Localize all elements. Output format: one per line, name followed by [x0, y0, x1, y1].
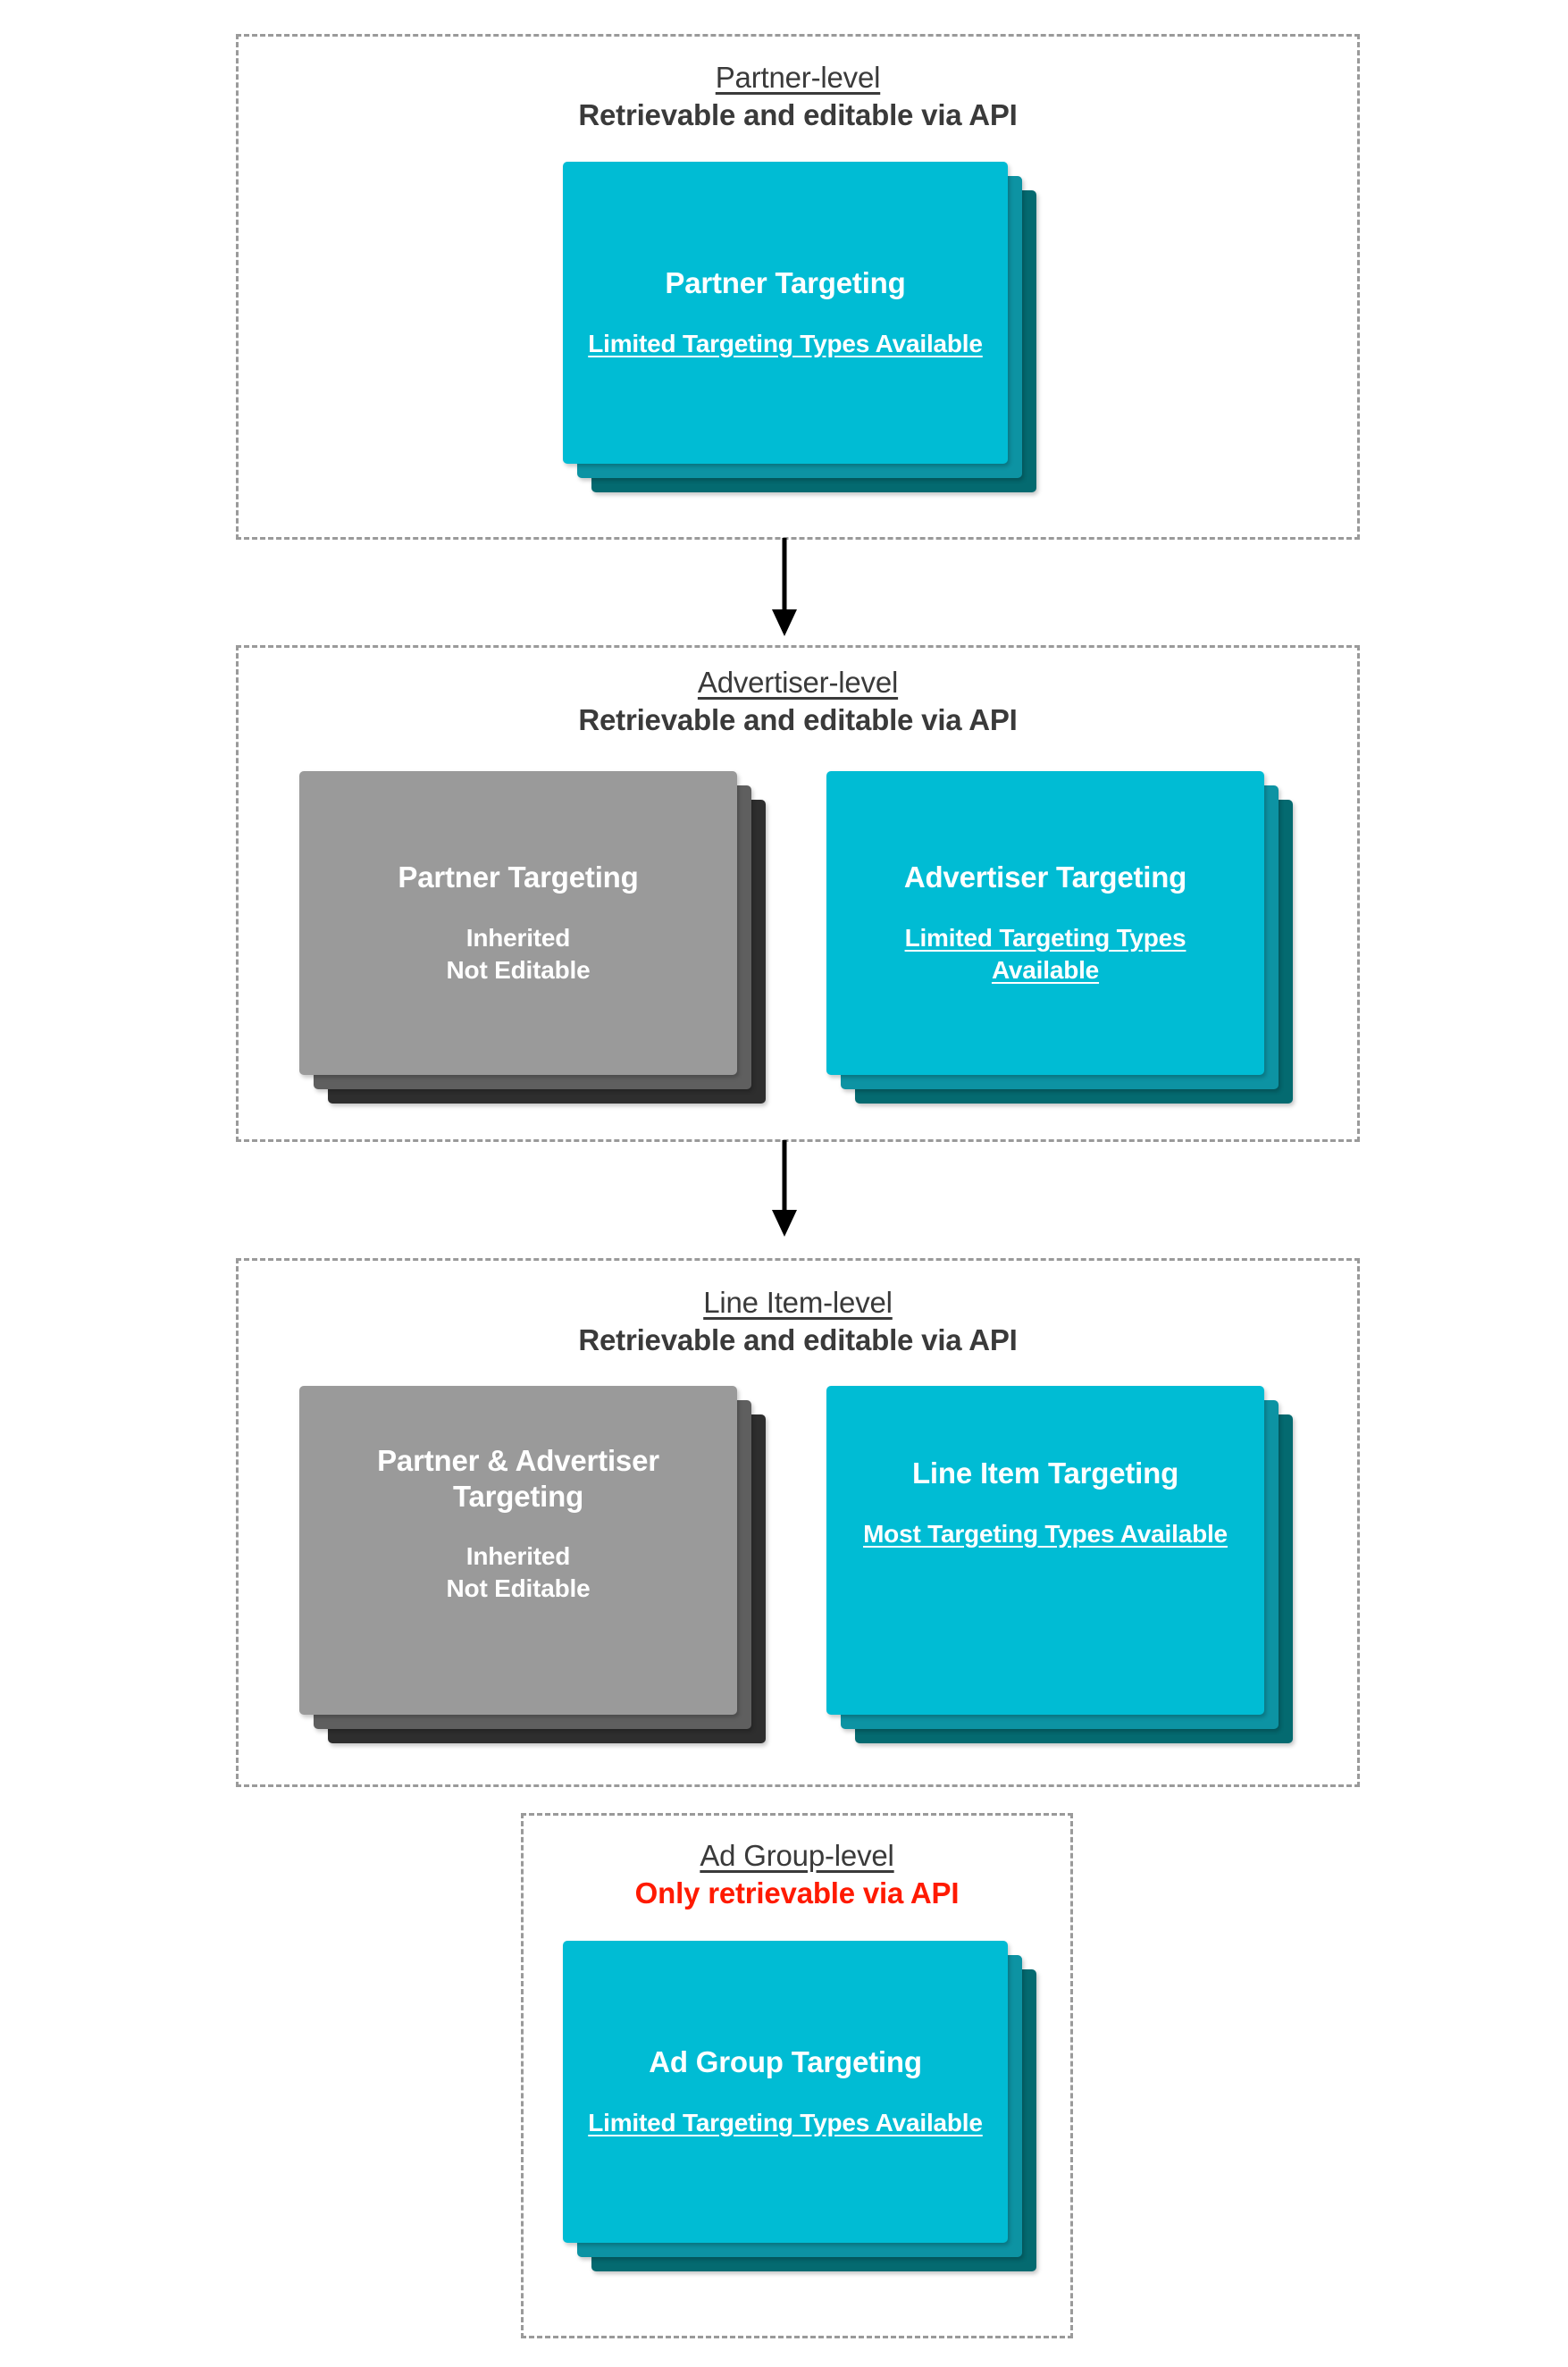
card-stack-ad-group-targeting: Ad Group Targeting Limited Targeting Typ… [563, 1941, 1036, 2271]
level-title: Line Item-level [703, 1286, 893, 1319]
card-stack-partner-advertiser-targeting-inherited: Partner & Advertiser Targeting Inherited… [299, 1386, 766, 1743]
card-title: Partner Targeting [398, 860, 639, 894]
level-subtitle: Retrievable and editable via API [578, 702, 1018, 736]
card-face-partner-targeting-inherited[interactable]: Partner Targeting Inherited Not Editable [299, 771, 737, 1075]
card-face-advertiser-targeting[interactable]: Advertiser Targeting Limited Targeting T… [826, 771, 1264, 1075]
arrow-down-icon [772, 538, 797, 636]
level-header-ad-group-level: Ad Group-level Only retrievable via API [524, 1839, 1070, 1911]
level-title: Advertiser-level [697, 666, 899, 699]
card-note: Limited Targeting Types Available [588, 329, 983, 357]
card-stack-partner-targeting-inherited: Partner Targeting Inherited Not Editable [299, 771, 766, 1104]
card-title: Ad Group Targeting [649, 2045, 922, 2079]
card-note: Limited Targeting Types Available [904, 923, 1186, 984]
level-title: Partner-level [715, 61, 881, 94]
arrow-partner-to-advertiser [767, 538, 802, 638]
card-face-partner-advertiser-targeting-inherited[interactable]: Partner & Advertiser Targeting Inherited… [299, 1386, 737, 1715]
arrow-advertiser-to-line-item [767, 1140, 802, 1238]
level-subtitle: Retrievable and editable via API [578, 1322, 1018, 1356]
card-note: Most Targeting Types Available [863, 1519, 1228, 1548]
card-stack-partner-targeting: Partner Targeting Limited Targeting Type… [563, 162, 1036, 492]
level-header-line-item-level: Line Item-level Retrievable and editable… [239, 1286, 1357, 1358]
card-title: Advertiser Targeting [903, 860, 1187, 894]
card-stack-advertiser-targeting: Advertiser Targeting Limited Targeting T… [826, 771, 1293, 1104]
card-note: Inherited Not Editable [446, 1542, 591, 1603]
card-note: Limited Targeting Types Available [588, 2108, 983, 2136]
card-face-ad-group-targeting[interactable]: Ad Group Targeting Limited Targeting Typ… [563, 1941, 1008, 2243]
level-subtitle: Retrievable and editable via API [578, 97, 1018, 131]
card-title: Line Item Targeting [911, 1456, 1179, 1490]
card-face-partner-targeting[interactable]: Partner Targeting Limited Targeting Type… [563, 162, 1008, 464]
card-face-line-item-targeting[interactable]: Line Item Targeting Most Targeting Types… [826, 1386, 1264, 1715]
level-box-partner-level: Partner-level Retrievable and editable v… [236, 34, 1360, 540]
card-title: Partner Targeting [665, 266, 906, 300]
card-title: Partner & Advertiser Targeting [377, 1444, 659, 1513]
level-box-advertiser-level: Advertiser-level Retrievable and editabl… [236, 645, 1360, 1142]
card-stack-line-item-targeting: Line Item Targeting Most Targeting Types… [826, 1386, 1293, 1743]
level-title: Ad Group-level [700, 1839, 894, 1872]
level-box-ad-group-level: Ad Group-level Only retrievable via API … [521, 1813, 1073, 2338]
level-header-partner-level: Partner-level Retrievable and editable v… [239, 61, 1357, 133]
card-note: Inherited Not Editable [446, 923, 591, 984]
level-subtitle: Only retrievable via API [634, 1876, 960, 1910]
level-header-advertiser-level: Advertiser-level Retrievable and editabl… [239, 666, 1357, 738]
arrow-down-icon [772, 1140, 797, 1237]
level-box-line-item-level: Line Item-level Retrievable and editable… [236, 1258, 1360, 1787]
